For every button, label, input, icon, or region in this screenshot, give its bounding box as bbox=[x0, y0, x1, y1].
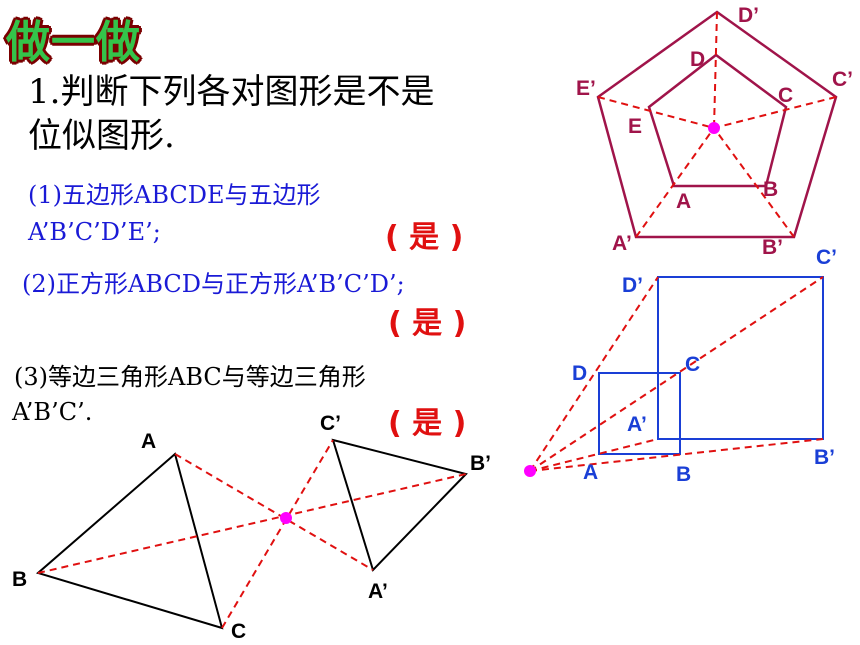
right-triangle bbox=[331, 438, 468, 572]
pentagon-label-inner-b: B bbox=[763, 178, 778, 201]
triangle-label-b-prime: B’ bbox=[470, 452, 491, 475]
triangle-figure: A B C A’ B’ C’ bbox=[12, 412, 491, 643]
left-triangle bbox=[35, 452, 224, 630]
triangle-projection-lines bbox=[37, 439, 467, 629]
square-label-outer-d: D’ bbox=[622, 274, 643, 297]
item-1-line-1: (1)五边形ABCDE与五边形 bbox=[28, 181, 321, 209]
pentagon-label-outer-a: A’ bbox=[612, 232, 632, 255]
item-1-answer: ( 是 ) bbox=[385, 220, 464, 255]
question-line-1: 1.判断下列各对图形是不是 bbox=[28, 72, 435, 112]
question-text: 1.判断下列各对图形是不是 位似图形. bbox=[28, 70, 434, 158]
item-3-answer: ( 是 ) bbox=[388, 406, 467, 441]
pentagon-label-outer-c: C’ bbox=[832, 68, 853, 91]
pentagon-label-outer-e: E’ bbox=[576, 77, 596, 100]
item-1-line-2: A’B’C’D’E’; bbox=[28, 218, 161, 246]
inner-pentagon bbox=[647, 53, 788, 188]
item-2-answer: ( 是 ) bbox=[388, 306, 467, 341]
triangle-label-b: B bbox=[12, 568, 27, 591]
square-center-point bbox=[524, 465, 536, 477]
triangle-label-c: C bbox=[231, 620, 246, 643]
triangle-label-a-prime: A’ bbox=[368, 580, 388, 603]
pentagon-label-inner-e: E bbox=[628, 115, 642, 138]
page-title: 做一做 bbox=[6, 17, 141, 68]
square-label-inner-d: D bbox=[572, 362, 587, 385]
triangle-label-a: A bbox=[141, 430, 156, 453]
item-3-line-2: A’B’C’. bbox=[12, 398, 93, 426]
inner-square bbox=[598, 372, 681, 455]
pentagon-label-outer-b: B’ bbox=[762, 236, 783, 259]
pentagon-label-inner-d: D bbox=[690, 48, 705, 71]
square-label-inner-c: C bbox=[685, 353, 700, 376]
triangle-label-c-prime: C’ bbox=[320, 412, 341, 435]
square-label-inner-b: B bbox=[676, 463, 691, 486]
pentagon-label-inner-a: A bbox=[676, 190, 691, 213]
pentagon-figure: A’ B’ C’ D’ E’ A B C D E bbox=[576, 4, 853, 259]
square-label-outer-b: B’ bbox=[814, 446, 835, 469]
question-line-2: 位似图形. bbox=[28, 116, 175, 156]
square-label-inner-a: A bbox=[583, 461, 598, 484]
pentagon-projection-lines bbox=[597, 11, 837, 238]
item-3-line-1: (3)等边三角形ABC与等边三角形 bbox=[14, 363, 366, 391]
outer-square bbox=[657, 276, 824, 440]
pentagon-label-inner-c: C bbox=[778, 84, 793, 107]
item-2-line-1: (2)正方形ABCD与正方形A’B’C’D’; bbox=[22, 270, 405, 298]
triangle-center-point bbox=[280, 512, 292, 524]
pentagon-center-point bbox=[708, 122, 720, 134]
square-projection-lines bbox=[529, 276, 824, 472]
pentagon-label-outer-d: D’ bbox=[738, 4, 759, 27]
outer-pentagon bbox=[596, 10, 838, 239]
square-label-outer-c: C’ bbox=[816, 246, 837, 269]
square-figure: A B C D A’ B’ C’ D’ bbox=[524, 246, 837, 486]
square-label-outer-a: A’ bbox=[627, 413, 647, 436]
